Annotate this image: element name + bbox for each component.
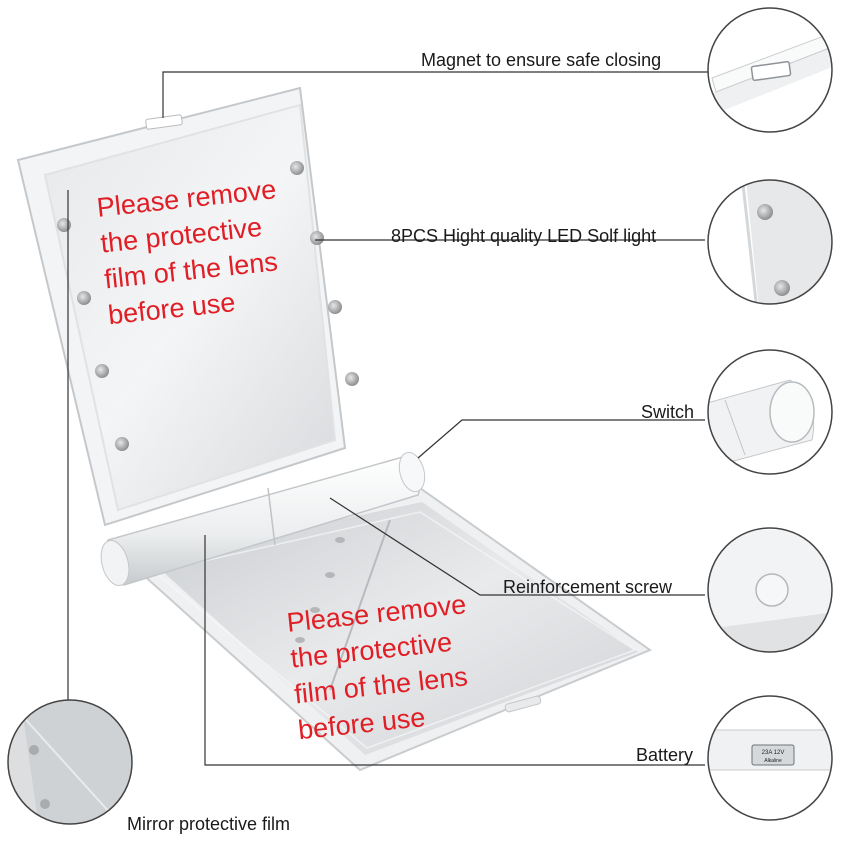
magnet-zoom-circle (707, 7, 833, 133)
magnet-label: Magnet to ensure safe closing (421, 50, 662, 70)
hinge (100, 451, 426, 586)
film-zoom-circle (7, 699, 133, 825)
leader-lines (67, 71, 708, 766)
switch-label: Switch (641, 402, 695, 422)
screw-zoom-circle (707, 527, 833, 653)
film-notice-bottom: Please remove the protective film of the… (285, 589, 470, 746)
battery-text-line2: Alkaline (764, 758, 782, 764)
led-label: 8PCS Hight quality LED Solf light (391, 226, 657, 246)
film-notice-top: Please remove the protective film of the… (95, 174, 280, 331)
switch-zoom-circle (707, 349, 833, 475)
top-mirror (16, 86, 359, 527)
screw-label: Reinforcement screw (503, 577, 673, 597)
led-zoom-circle (707, 179, 833, 305)
film-label: Mirror protective film (127, 814, 291, 834)
battery-zoom-circle: 23A 12V Alkaline (707, 695, 833, 821)
battery-label: Battery (636, 745, 694, 765)
battery-text-line1: 23A 12V (762, 750, 785, 756)
bottom-mirror (107, 486, 653, 772)
